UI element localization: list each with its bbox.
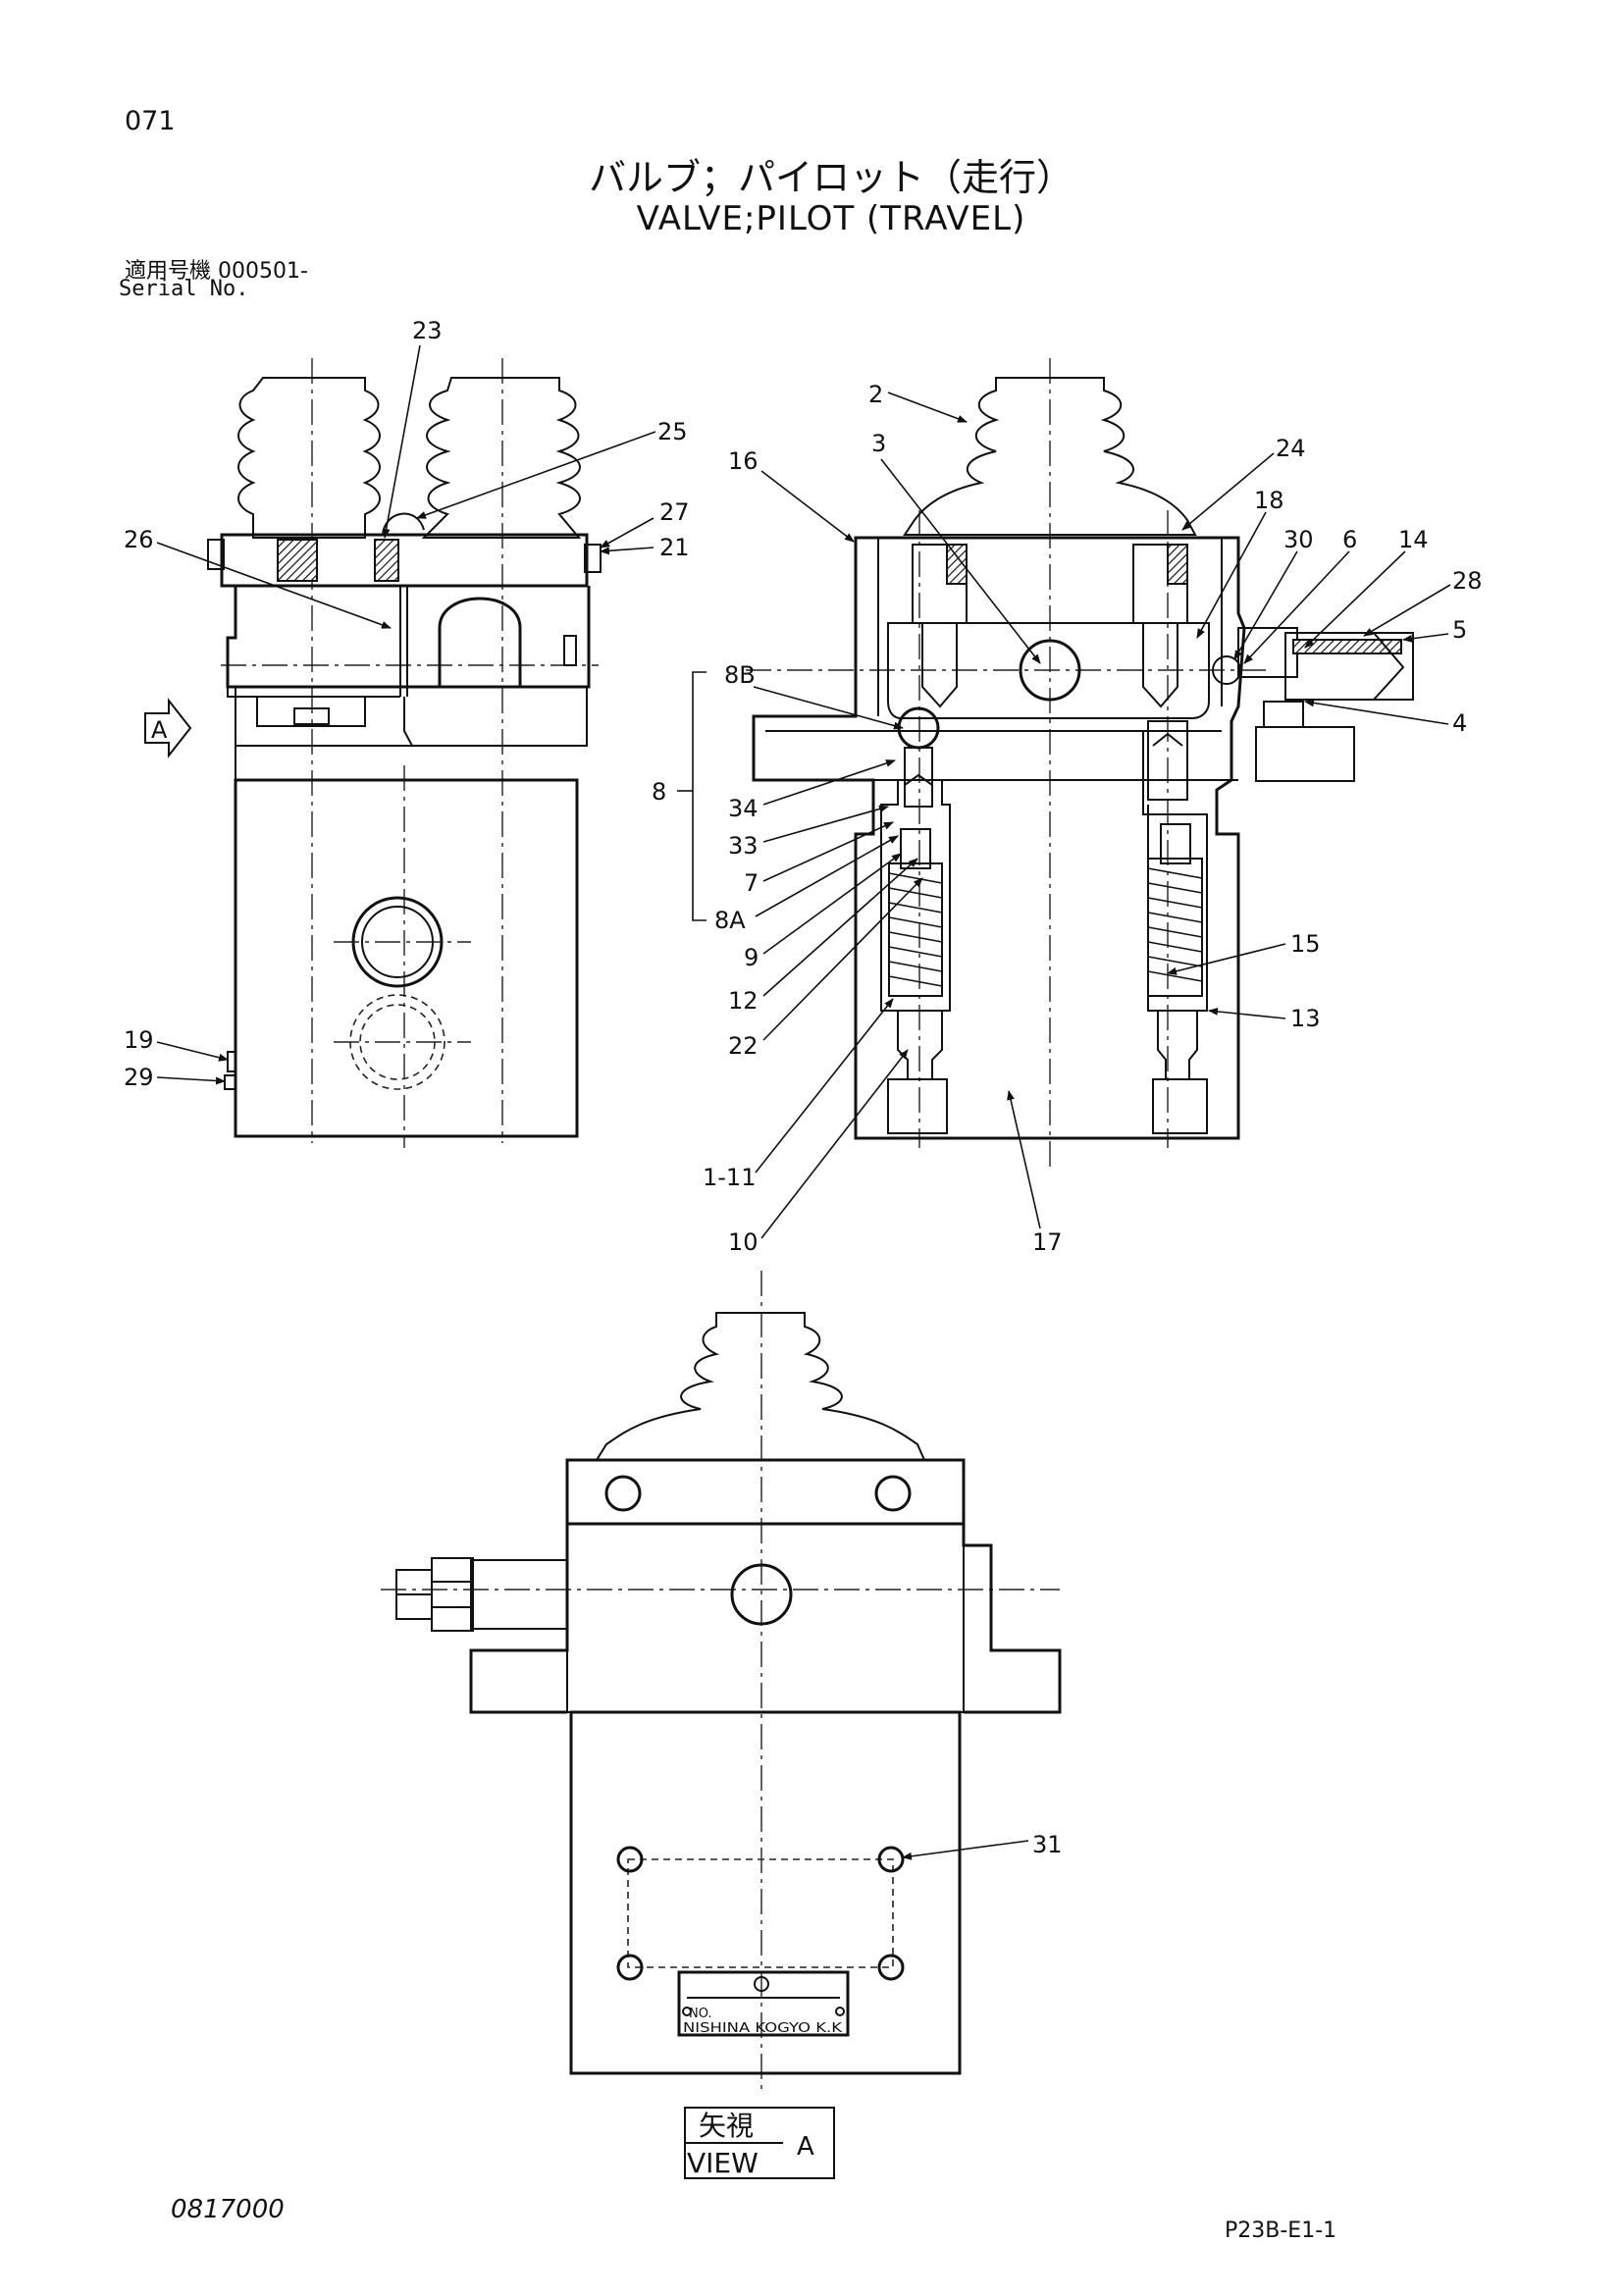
callout-2: 2 [868,381,883,408]
view-label-english: VIEW [687,2147,759,2179]
title-english: VALVE;PILOT (TRAVEL) [636,199,1026,238]
callout-22: 22 [728,1032,759,1060]
callout-21: 21 [659,534,690,561]
callout-27: 27 [659,498,690,526]
side-view [144,358,602,1148]
section-view [746,358,1414,1173]
view-label-letter: A [797,2132,814,2162]
title-japanese: バルブ；パイロット（走行） [588,156,1073,199]
callout-33: 33 [728,832,759,860]
serial-label-english: Serial No. [119,277,249,301]
nameplate-number-label: NO. [689,2007,712,2021]
callout-5: 5 [1452,616,1467,644]
view-a-label: 矢視 VIEW A [684,2107,835,2179]
callout-10: 10 [728,1228,759,1256]
side-view-callouts: 23 25 26 27 21 19 29 [124,317,690,1091]
callout-29: 29 [124,1064,154,1091]
callout-4: 4 [1452,709,1467,737]
callout-34: 34 [728,795,759,822]
view-a-callouts: 31 [902,1831,1063,1860]
callout-19: 19 [124,1026,154,1054]
callout-6: 6 [1342,526,1357,553]
callout-31: 31 [1032,1831,1063,1858]
callout-24: 24 [1276,435,1306,462]
callout-1-11: 1-11 [703,1164,756,1191]
drawing-number: 0817000 [171,2195,285,2224]
callout-8A: 8A [714,907,746,934]
callout-13: 13 [1290,1005,1321,1032]
callout-8B: 8B [724,661,756,689]
callout-14: 14 [1398,526,1429,553]
page-number: 071 [125,106,176,136]
callout-3: 3 [871,430,886,457]
callout-7: 7 [744,869,759,897]
callout-16: 16 [728,447,759,475]
callout-26: 26 [124,526,154,553]
serial-label-japanese: 適用号機 000501- [125,259,308,284]
view-label-japanese: 矢視 [699,2110,754,2142]
callout-12: 12 [728,987,759,1015]
callout-23: 23 [412,317,443,344]
callout-15: 15 [1290,930,1321,958]
callout-25: 25 [657,418,688,445]
callout-18: 18 [1254,487,1284,514]
callout-17: 17 [1032,1228,1063,1256]
callout-28: 28 [1452,567,1483,595]
callout-8: 8 [652,778,666,806]
callout-30: 30 [1283,526,1314,553]
page-code: P23B-E1-1 [1225,2218,1337,2243]
view-a-drawing: NO. NISHINA KOGYO K.K [381,1271,1062,2095]
callout-9: 9 [744,944,759,971]
nameplate-maker: NISHINA KOGYO K.K [683,2021,843,2036]
side-view-arrow-label: A [151,716,168,744]
section-view-callouts: 2 3 16 24 18 30 6 14 28 5 4 8 8B 34 33 7… [652,381,1483,1256]
